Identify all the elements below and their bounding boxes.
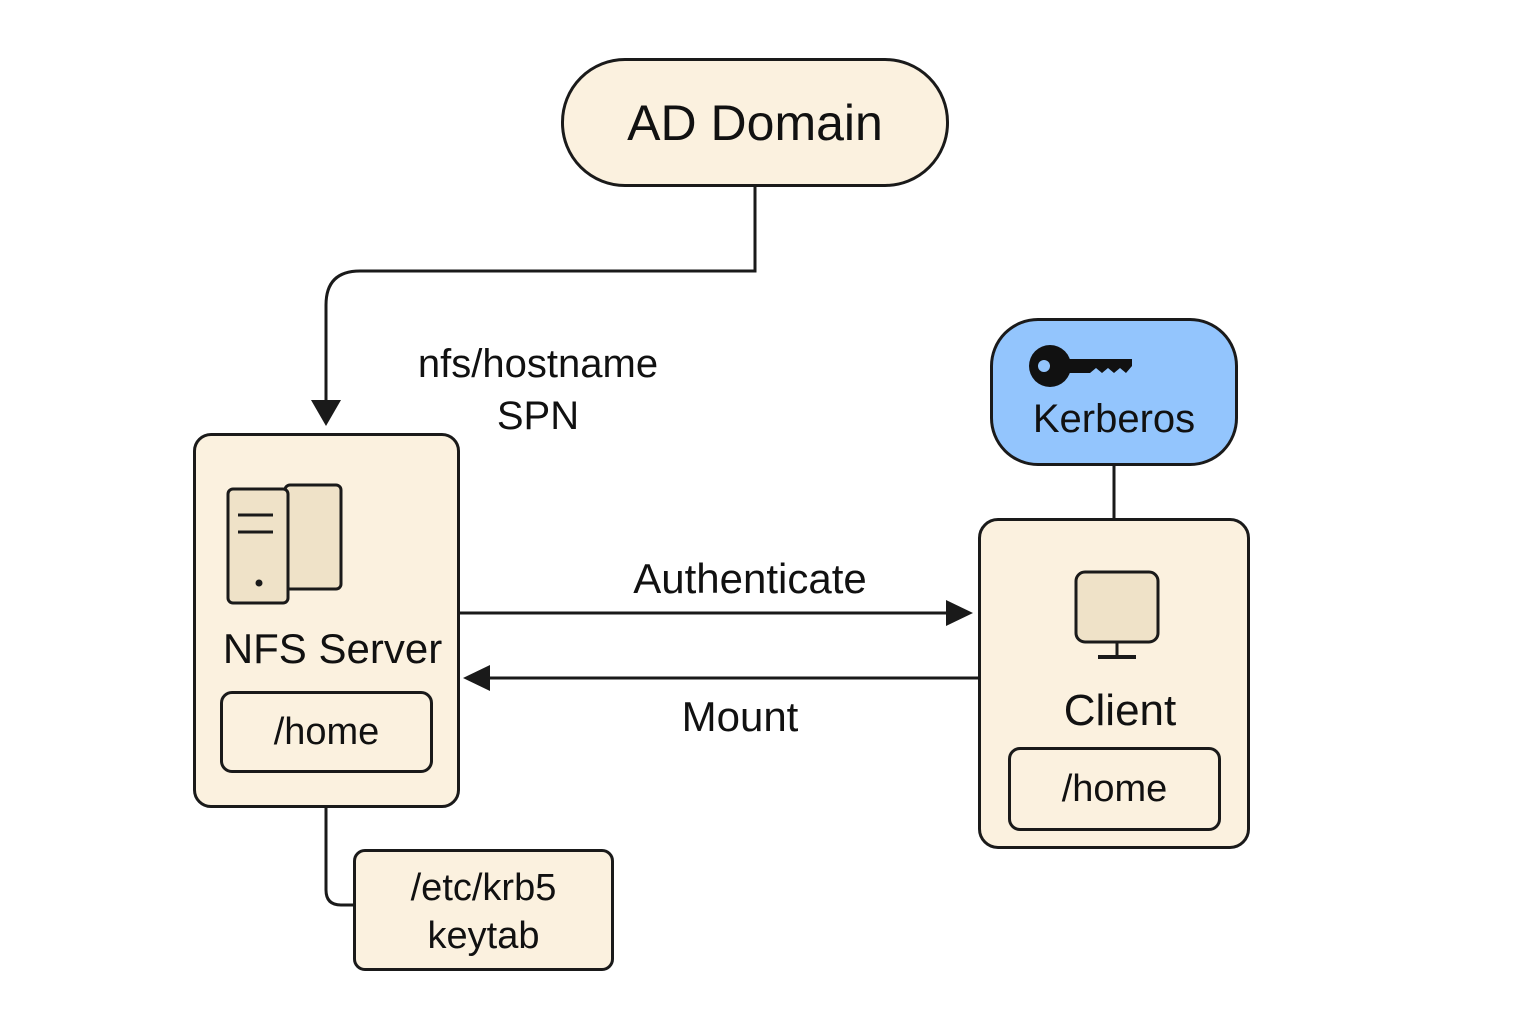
- nfs-server-home-share: /home: [220, 691, 433, 773]
- keytab-line2: keytab: [427, 915, 540, 957]
- client-label: Client: [1063, 686, 1177, 735]
- nfs-server-label: NFS Server: [222, 625, 443, 672]
- ad-to-server-connector: [324, 186, 757, 402]
- mount-label: Mount: [681, 693, 799, 740]
- ad-domain-node: AD Domain: [561, 58, 949, 187]
- home-to-keytab-connector: [324, 770, 354, 907]
- nfs-server-node: NFS Server /home: [193, 433, 460, 808]
- monitor-icon: [1074, 570, 1160, 659]
- ad-to-server-arrowhead: [311, 400, 341, 426]
- spn-label: nfs/hostname SPN: [378, 338, 698, 442]
- spn-label-line1: nfs/hostname: [417, 342, 659, 386]
- kerberos-node: Kerberos: [990, 318, 1238, 466]
- keytab-line1: /etc/krb5: [410, 867, 557, 909]
- mount-arrowhead: [463, 665, 490, 691]
- client-home-label: /home: [1061, 767, 1168, 810]
- key-icon: [1029, 345, 1132, 387]
- client-node: Client /home: [978, 518, 1250, 849]
- keytab-text: /etc/krb5 keytab: [356, 864, 611, 960]
- server-icon: [226, 483, 343, 605]
- nfs-server-home-label: /home: [273, 710, 380, 753]
- spn-label-line2: SPN: [496, 394, 580, 438]
- authenticate-arrowhead: [946, 600, 973, 626]
- authenticate-label: Authenticate: [633, 555, 867, 602]
- client-home-mount: /home: [1008, 747, 1221, 831]
- keytab-node: /etc/krb5 keytab: [353, 849, 614, 971]
- ad-domain-label: AD Domain: [627, 94, 883, 151]
- kerberos-label: Kerberos: [1032, 397, 1196, 441]
